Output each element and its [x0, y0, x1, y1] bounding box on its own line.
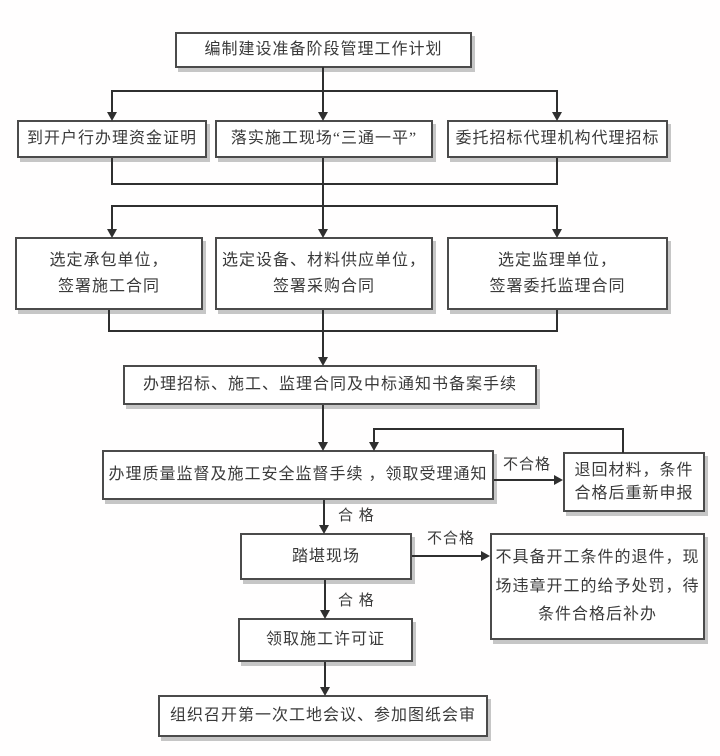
- flow-node-permit-label: 领取施工许可证: [265, 631, 385, 649]
- connector-supplier-stub: [322, 310, 324, 332]
- flow-node-site: 落实施工现场“三通一平”: [215, 120, 433, 158]
- flow-node-permit: 领取施工许可证: [238, 618, 413, 662]
- connector-supervisor-stub: [556, 310, 558, 332]
- flow-node-supervisor: 选定监理单位， 签署委托监理合同: [447, 237, 668, 310]
- arrowhead-quality-fail: [554, 475, 563, 485]
- connector-return-down: [373, 428, 375, 443]
- connector-survey-fail: [412, 555, 482, 557]
- connector-quality-fail: [494, 479, 556, 481]
- arrowhead-to-fund: [107, 112, 117, 121]
- connector-row3-collector: [108, 330, 558, 332]
- connector-to-permit: [324, 580, 326, 611]
- arrowhead-to-agency: [552, 112, 562, 121]
- arrowhead-to-meeting: [320, 687, 330, 696]
- flow-node-return-material-line2: 合格后重新申报: [574, 484, 694, 502]
- arrowhead-to-filing: [318, 357, 328, 366]
- flow-node-fund: 到开户行办理资金证明: [17, 120, 207, 158]
- connector-to-supplier: [322, 205, 324, 230]
- arrowhead-to-site: [318, 112, 328, 121]
- connector-to-meeting: [324, 662, 326, 688]
- edge-label-survey-pass: 合 格: [338, 593, 375, 609]
- flow-node-agency: 委托招标代理机构代理招标: [447, 120, 668, 158]
- connector-row3-distributor: [112, 205, 558, 207]
- connector-to-filing: [322, 330, 324, 358]
- connector-contractor-stub: [108, 310, 110, 332]
- flow-node-contractor: 选定承包单位， 签署施工合同: [15, 237, 203, 310]
- connector-return-horizontal: [374, 428, 624, 430]
- connector-return-up: [622, 428, 624, 453]
- arrowhead-to-survey: [319, 525, 329, 534]
- connector-to-supervisor: [556, 205, 558, 230]
- flow-node-quality-label: 办理质量监督及施工安全监督手续 ，领取受理通知: [108, 466, 488, 484]
- flow-node-fund-label: 到开户行办理资金证明: [26, 130, 197, 148]
- connector-to-contractor: [111, 205, 113, 230]
- flow-node-plan-label: 编制建设准备阶段管理工作计划: [204, 41, 443, 59]
- edge-label-quality-fail: 不合格: [502, 457, 551, 473]
- arrowhead-to-permit: [320, 610, 330, 619]
- arrowhead-survey-fail: [481, 551, 490, 561]
- flow-node-plan: 编制建设准备阶段管理工作计划: [175, 32, 472, 68]
- connector-fund-stub: [111, 158, 113, 185]
- flow-node-survey-label: 踏堪现场: [291, 547, 360, 565]
- connector-to-quality: [322, 405, 324, 443]
- arrowhead-to-supplier: [318, 229, 328, 238]
- flow-node-return-material-line1: 退回材料，条件: [574, 462, 694, 480]
- arrowhead-return-to-quality: [369, 442, 379, 451]
- connector-agency-stub: [556, 158, 558, 185]
- flow-node-survey: 踏堪现场: [240, 533, 412, 580]
- flow-node-supplier-line1: 选定设备、材料供应单位，: [221, 251, 426, 269]
- connector-row2-collector: [112, 183, 558, 185]
- connector-row2-distributor: [112, 90, 558, 92]
- flow-node-quality: 办理质量监督及施工安全监督手续 ，领取受理通知: [102, 450, 494, 500]
- flow-node-contractor-line1: 选定承包单位，: [49, 251, 169, 269]
- flow-node-reject-line3: 条件合格后补办: [537, 606, 657, 624]
- flow-node-site-label: 落实施工现场“三通一平”: [230, 130, 418, 148]
- flow-node-reject-line2: 场违章开工的给予处罚，待: [495, 577, 700, 595]
- arrowhead-to-contractor: [107, 229, 117, 238]
- connector-to-agency: [556, 90, 558, 113]
- flow-node-agency-label: 委托招标代理机构代理招标: [455, 130, 660, 148]
- flow-node-reject: 不具备开工条件的退件，现 场违章开工的给予处罚，待 条件合格后补办: [490, 533, 705, 640]
- flow-node-meeting-label: 组织召开第一次工地会议、参加图纸会审: [169, 707, 476, 725]
- flow-node-return-material: 退回材料，条件 合格后重新申报: [563, 452, 705, 512]
- flow-node-supervisor-line1: 选定监理单位，: [497, 251, 617, 269]
- flow-node-supplier-line2: 签署采购合同: [272, 278, 375, 296]
- connector-plan-drop: [322, 67, 324, 91]
- edge-label-quality-pass: 合 格: [338, 508, 375, 524]
- edge-label-survey-fail: 不合格: [426, 531, 475, 547]
- flow-node-supervisor-line2: 签署委托监理合同: [489, 278, 626, 296]
- connector-to-survey: [323, 500, 325, 526]
- flow-node-supplier: 选定设备、材料供应单位， 签署采购合同: [215, 237, 433, 310]
- arrowhead-to-quality: [318, 442, 328, 451]
- flow-node-meeting: 组织召开第一次工地会议、参加图纸会审: [158, 695, 488, 737]
- flow-node-reject-line1: 不具备开工条件的退件，现: [495, 549, 700, 567]
- flow-node-filing: 办理招标、施工、监理合同及中标通知书备案手续: [123, 365, 537, 405]
- connector-to-fund: [111, 90, 113, 113]
- flow-node-filing-label: 办理招标、施工、监理合同及中标通知书备案手续: [142, 376, 517, 394]
- flow-node-contractor-line2: 签署施工合同: [57, 278, 160, 296]
- connector-to-site: [322, 90, 324, 113]
- connector-site-stub: [322, 158, 324, 207]
- arrowhead-to-supervisor: [552, 229, 562, 238]
